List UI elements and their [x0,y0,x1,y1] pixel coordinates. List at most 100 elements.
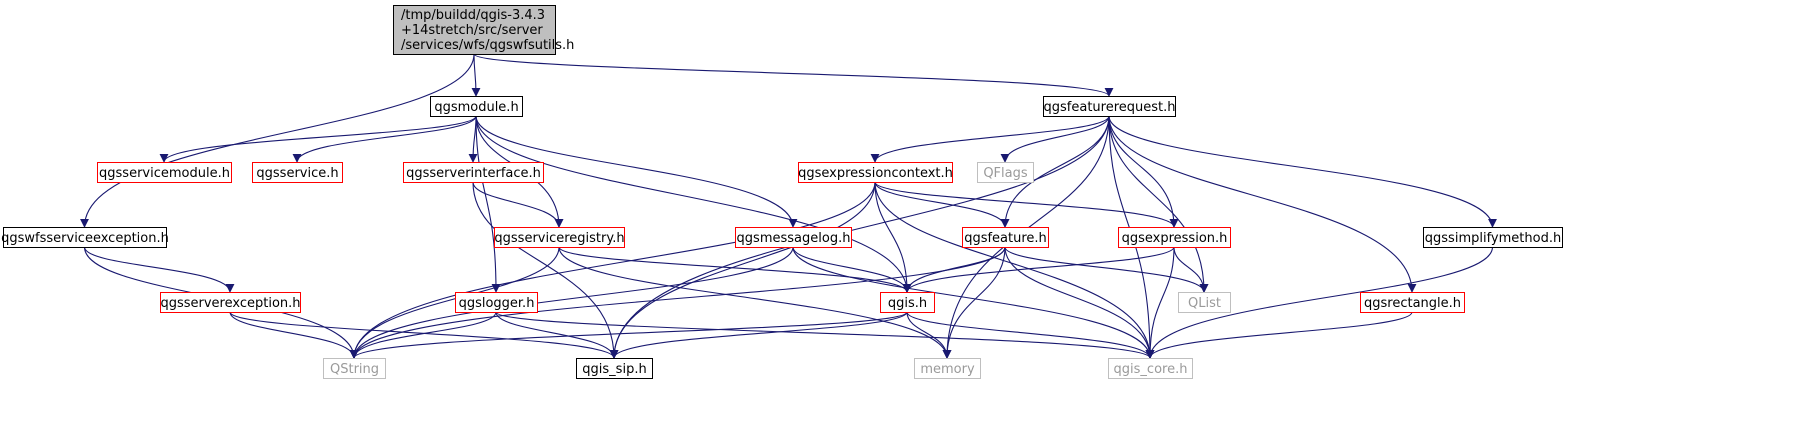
node-qgsmodule[interactable]: qgsmodule.h [430,96,523,117]
node-qgsrectangle[interactable]: qgsrectangle.h [1360,292,1465,313]
edge-qgsserverexception-to-qstring [229,311,359,359]
node-box-qgis_core [1108,358,1193,379]
node-qgsexpression[interactable]: qgsexpression.h [1118,227,1231,248]
node-qflags[interactable]: QFlags [977,162,1034,183]
node-box-qgsmessagelog [735,227,852,248]
edge-qgsmodule-to-qgsservice [292,115,477,163]
edge-qgsfeature-to-qgis [902,246,1006,293]
edge-qgsfeature-to-qstring [349,246,1006,359]
node-label-qgsserverinterface: qgsserverinterface.h [406,166,541,181]
node-box-qgis [880,292,935,313]
dependency-edges [80,53,1497,359]
node-label-qgsserverexception: qgsserverexception.h [160,296,300,311]
node-qgsserverinterface[interactable]: qgsserverinterface.h [403,162,544,183]
edge-qgsmessagelog-to-qgis_core [792,246,1155,359]
edge-qgsfeature-to-memory [942,246,1006,359]
node-box-qgsmodule [430,96,523,117]
node-qgsfeature[interactable]: qgsfeature.h [962,227,1049,248]
node-qgsservicemodule[interactable]: qgsservicemodule.h [97,162,232,183]
edge-qgsfeaturerequest-to-qgis_sip [609,115,1110,359]
node-label-qgsexpression: qgsexpression.h [1122,231,1228,246]
edge-qgsfeaturerequest-to-qflags [1000,115,1110,163]
edge-qgsmodule-to-qgsmessagelog [475,115,798,228]
edge-qgslogger-to-qstring [349,311,497,359]
edge-qgsexpressioncontext-to-qgsexpression [874,181,1179,228]
node-qgsserverexception[interactable]: qgsserverexception.h [160,292,301,313]
node-box-qstring [323,358,386,379]
node-label-qgsserviceregistry: qgsserviceregistry.h [494,231,624,246]
dependency-nodes: /tmp/buildd/qgis-3.4.3+14stretch/src/ser… [1,5,1563,379]
edge-qgsexpressioncontext-to-qgis_core [874,181,1155,359]
edge-root-to-qgsmodule [471,53,481,97]
node-qgslogger[interactable]: qgslogger.h [455,292,538,313]
node-label-qstring: QString [330,362,379,377]
node-box-qgsservicemodule [97,162,232,183]
edge-qgsmessagelog-to-qgis [792,246,912,293]
node-box-memory [914,358,981,379]
node-label-qgis_core: qgis_core.h [1114,362,1188,377]
edge-qgsmodule-to-qgslogger [475,115,501,293]
edge-qgswfsserviceexception-to-qgsserverexception [83,246,235,293]
node-qlist[interactable]: QList [1178,292,1231,313]
node-qgis_core[interactable]: qgis_core.h [1108,358,1193,379]
node-box-qgsexpression [1118,227,1231,248]
node-box-qgssimplifymethod [1423,227,1563,248]
edge-qgsfeature-to-qlist [1004,246,1209,293]
edge-qgsexpression-to-qlist [1173,246,1209,293]
node-label-qgsfeaturerequest: qgsfeaturerequest.h [1044,100,1176,115]
node-label-qgsmodule: qgsmodule.h [434,100,518,115]
node-qgsmessagelog[interactable]: qgsmessagelog.h [735,227,852,248]
node-qgsservice[interactable]: qgsservice.h [252,162,343,183]
node-box-qgsservice [252,162,343,183]
node-label-root-line-2: /services/wfs/qgswfsutils.h [401,38,574,53]
node-qgswfsserviceexception[interactable]: qgswfsserviceexception.h [1,227,169,248]
node-qgsfeaturerequest[interactable]: qgsfeaturerequest.h [1043,96,1176,117]
node-label-qgsmessagelog: qgsmessagelog.h [737,231,851,246]
edge-qgsexpressioncontext-to-qstring [349,181,876,359]
node-qgsexpressioncontext[interactable]: qgsexpressioncontext.h [798,162,953,183]
node-root[interactable]: /tmp/buildd/qgis-3.4.3+14stretch/src/ser… [393,5,575,55]
edge-qgsfeaturerequest-to-qgsrectangle [1108,115,1417,293]
edge-qgsrectangle-to-qgis_core [1145,311,1413,359]
edge-qgsfeaturerequest-to-qgsexpression [1108,115,1179,228]
edge-qgsfeaturerequest-to-qlist [1108,115,1209,293]
node-qgsserviceregistry[interactable]: qgsserviceregistry.h [494,227,625,248]
node-box-qgsserverinterface [403,162,544,183]
node-label-qgswfsserviceexception: qgswfsserviceexception.h [1,231,169,246]
edge-qgsfeature-to-qgis_core [1004,246,1155,359]
node-qgis[interactable]: qgis.h [880,292,935,313]
edge-qgsexpression-to-qgis [902,246,1175,293]
edge-qgssimplifymethod-to-qgis_core [1145,246,1494,359]
node-qgis_sip[interactable]: qgis_sip.h [576,358,653,379]
node-qgssimplifymethod[interactable]: qgssimplifymethod.h [1423,227,1563,248]
node-label-qgsfeature: qgsfeature.h [964,231,1047,246]
edge-qgslogger-to-qgis_core [495,311,1155,359]
node-memory[interactable]: memory [914,358,981,379]
node-box-root [393,5,556,55]
node-box-qgsserviceregistry [494,227,625,248]
edge-root-to-qgswfsserviceexception [80,53,475,228]
node-label-qgsexpressioncontext: qgsexpressioncontext.h [798,166,953,181]
node-label-qgsservicemodule: qgsservicemodule.h [99,166,230,181]
node-box-qflags [977,162,1034,183]
node-box-qgsrectangle [1360,292,1465,313]
edge-qgsexpressioncontext-to-qgis [874,181,912,293]
node-box-qgsserverexception [160,292,301,313]
edge-qgsexpressioncontext-to-qgsfeature [874,181,1010,228]
node-label-qgssimplifymethod: qgssimplifymethod.h [1425,231,1561,246]
edge-qgsmessagelog-to-qstring [349,246,794,359]
node-label-qgslogger: qgslogger.h [459,296,535,311]
edge-qgsmodule-to-qgsservicemodule [159,115,477,163]
node-label-qlist: QList [1188,296,1221,311]
edge-qgsserviceregistry-to-qgis [558,246,912,293]
node-label-qgsrectangle: qgsrectangle.h [1364,296,1461,311]
edge-root-to-qgsfeaturerequest [473,53,1114,97]
node-qstring[interactable]: QString [323,358,386,379]
edge-qgsserviceregistry-to-memory [558,246,952,359]
node-box-qgslogger [455,292,538,313]
node-label-qgis: qgis.h [888,296,927,311]
node-label-qgsservice: qgsservice.h [256,166,338,181]
edge-qgis-to-qgis_core [906,311,1155,359]
node-box-qgsfeaturerequest [1043,96,1176,117]
